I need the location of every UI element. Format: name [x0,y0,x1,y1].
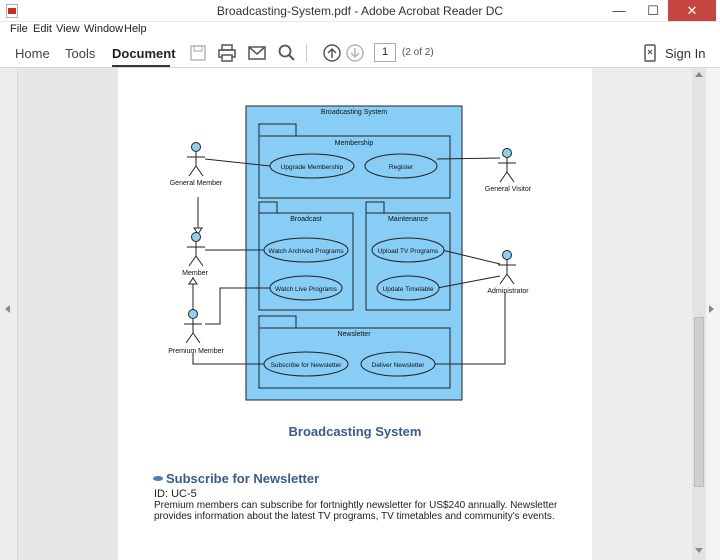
page-count: (2 of 2) [402,47,434,58]
package-label-maintenance: Maintenance [388,216,428,223]
save-icon[interactable] [188,43,208,63]
toolbar: Home Tools Document Sign In [0,38,720,68]
use-case-watch-live-programs: Watch Live Programs [269,275,343,301]
sign-in-link[interactable]: Sign In [665,46,706,61]
svg-text:Deliver Newsletter: Deliver Newsletter [372,362,426,369]
generalization-arrowhead [193,227,203,235]
menu-window[interactable]: Window [84,23,124,35]
use-case-register: Register [364,153,438,179]
scroll-up-icon[interactable] [695,72,703,77]
email-icon[interactable] [247,43,267,63]
scrollbar-thumb[interactable] [694,317,704,487]
use-case-description: Premium members can subscribe for fortni… [154,500,558,522]
actor-administrator [498,250,516,285]
minimize-button[interactable]: — [612,3,626,18]
use-case-upload-tv-programs: Upload TV Programs [371,237,445,263]
use-case-heading: Subscribe for Newsletter [153,471,319,486]
left-panel[interactable] [0,68,18,560]
use-case-id: ID: UC-5 [154,488,197,500]
tab-tools[interactable]: Tools [65,46,96,61]
right-panel-toggle[interactable] [706,68,720,560]
svg-text:Watch Live Programs: Watch Live Programs [275,286,338,293]
maximize-button[interactable]: ☐ [647,2,659,18]
menu-edit[interactable]: Edit [33,23,52,35]
acrobat-app-icon [6,4,18,18]
svg-text:Subscribe for Newsletter: Subscribe for Newsletter [271,362,343,369]
actor-general-member [187,142,205,177]
right-panel [592,68,692,560]
generalization-arrowhead [188,277,198,285]
use-case-deliver-newsletter: Deliver Newsletter [360,351,436,377]
svg-text:Update Timetable: Update Timetable [383,286,434,293]
menu-bar: File Edit View Window Help [0,22,720,38]
page-down-icon[interactable] [345,43,365,63]
print-icon[interactable] [217,43,237,63]
svg-text:Register: Register [389,164,414,171]
diagram-caption: Broadcasting System [288,424,422,439]
close-button[interactable]: ✕ [668,0,716,21]
use-case-update-timetable: Update Timetable [376,275,440,301]
title-bar: Broadcasting-System.pdf - Adobe Acrobat … [0,0,720,22]
search-icon[interactable] [277,43,297,63]
tab-home[interactable]: Home [15,46,50,61]
use-case-watch-archived-programs: Watch Archived Programs [263,237,349,263]
tab-document[interactable]: Document [112,46,176,61]
actor-member [187,232,205,267]
association-lines [192,157,506,365]
page-up-icon[interactable] [322,43,342,63]
package-label-membership: Membership [335,140,374,147]
svg-text:Upgrade Membership: Upgrade Membership [281,164,344,171]
actor-label-member: Member [182,270,208,277]
expand-right-panel-icon[interactable] [709,305,714,313]
use-case-bullet-icon [153,476,163,481]
actor-label-premium-member: Premium Member [168,348,224,355]
actor-general-visitor [498,148,516,183]
actor-premium-member [184,309,202,344]
scroll-down-icon[interactable] [695,548,703,553]
svg-text:Watch Archived Programs: Watch Archived Programs [269,248,345,255]
window-title: Broadcasting-System.pdf - Adobe Acrobat … [216,4,504,18]
menu-help[interactable]: Help [124,23,147,35]
active-tab-indicator [112,65,170,67]
actor-label-administrator: Administrator [487,288,529,295]
mobile-icon[interactable] [640,43,660,63]
use-case-upgrade-membership: Upgrade Membership [269,153,355,179]
actor-label-general-member: General Member [170,180,223,187]
toolbar-separator [306,44,307,62]
use-case-subscribe-newsletter: Subscribe for Newsletter [263,351,349,377]
menu-file[interactable]: File [10,23,28,35]
menu-view[interactable]: View [56,23,80,35]
page-number-input[interactable]: 1 [374,43,396,62]
system-title: Broadcasting System [321,109,387,116]
package-label-newsletter: Newsletter [337,331,371,338]
svg-text:Upload TV Programs: Upload TV Programs [378,248,439,255]
package-label-broadcast: Broadcast [290,216,322,223]
use-case-heading-text: Subscribe for Newsletter [166,471,320,486]
expand-left-panel-icon[interactable] [5,305,10,313]
actor-label-general-visitor: General Visitor [485,186,532,193]
